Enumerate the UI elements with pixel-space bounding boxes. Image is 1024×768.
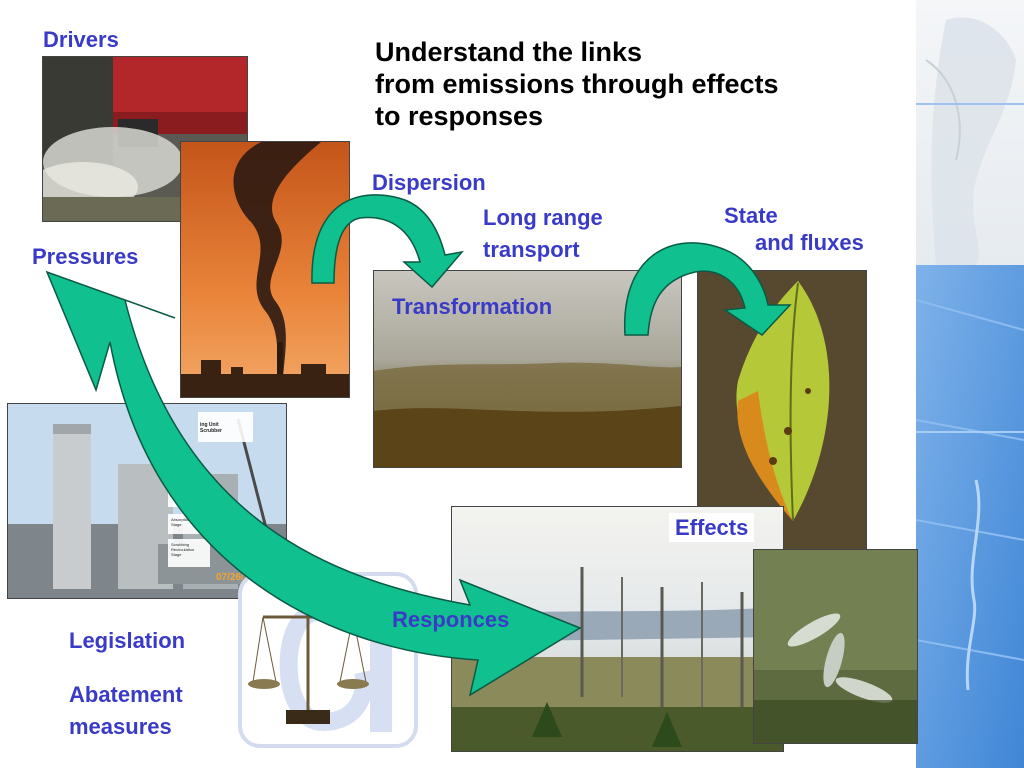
title-line-3: to responses	[375, 101, 544, 131]
absorption-caption: Absorption Stage	[171, 517, 191, 527]
arrow-long-range-transport	[624, 242, 792, 336]
photo-car-exhaust	[42, 56, 248, 222]
label-drivers: Drivers	[43, 27, 119, 52]
slide-title: Understand the links from emissions thro…	[375, 36, 779, 132]
label-abatement-measures: Abatement measures	[69, 682, 183, 739]
scrubbing-caption: Scrubbing Recirculation Stage	[171, 542, 195, 557]
photo-dead-fish	[753, 549, 918, 744]
label-and-fluxes: and fluxes	[755, 230, 864, 255]
label-responces: Responces	[392, 607, 510, 632]
title-line-2: from emissions through effects	[375, 69, 779, 99]
label-transformation: Transformation	[392, 294, 553, 319]
photo-damaged-leaf	[697, 270, 867, 552]
photo-hazy-valley	[373, 270, 682, 468]
label-state: State	[724, 203, 778, 228]
arrow-responses-to-pressures	[45, 270, 582, 697]
label-legislation: Legislation	[69, 628, 186, 653]
title-line-1: Understand the links	[375, 37, 643, 67]
label-long-range-transport: Long range transport	[483, 205, 603, 262]
photo-date-stamp: 07/26/2005	[216, 572, 267, 583]
label-effects: Effects	[669, 513, 755, 543]
decorative-side-band	[916, 0, 1024, 768]
label-dispersion: Dispersion	[372, 170, 486, 195]
arrow-dispersion	[311, 194, 464, 289]
label-pressures: Pressures	[32, 244, 139, 269]
scrubber-caption: ing Unit Scrubber	[200, 422, 222, 434]
